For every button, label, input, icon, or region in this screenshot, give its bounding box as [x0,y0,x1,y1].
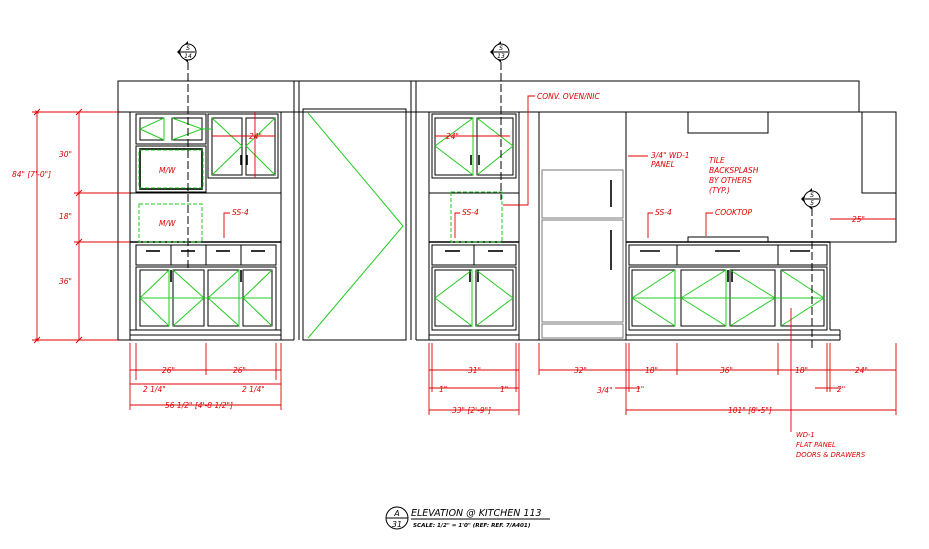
dim-mid-height: 18" [59,212,72,221]
section-tag-right-top: S [810,192,814,199]
dim-left-bay-1: 26" [162,366,175,375]
left-cabinet-bay [129,111,282,341]
label-wd1-line2: FLAT PANEL [796,441,836,449]
section-tag-right-bottom: 5 [810,200,814,207]
label-counter-mid: SS-4 [462,208,479,217]
section-tag-middle-bottom: 13 [497,53,505,60]
dim-fridge-width: 32" [574,366,587,375]
label-counter-left: SS-4 [232,208,249,217]
dim-left-margin-r: 2 1/4" [242,385,265,394]
horizontal-dimensions: 26" 26" 2 1/4" 2 1/4" 56 1/2" [4'-8 1/2"… [129,343,897,415]
label-counter-right: SS-4 [655,208,672,217]
dim-left-upper-door: 24" [249,132,262,141]
section-tag-left: S 14 [177,41,197,270]
right-cabinet-bay [625,111,897,340]
section-tag-left-top: S [186,45,190,52]
dim-left-total: 56 1/2" [4'-8 1/2"] [165,401,233,410]
dim-right-bay-4: 24" [855,366,868,375]
section-tag-right: S 5 [801,188,821,350]
section-tag-left-bottom: 14 [184,53,192,60]
dim-left-margin-l: 2 1/4" [143,385,166,394]
dim-right-bay-1: 18" [645,366,658,375]
section-tag-middle-top: S [499,45,503,52]
dim-mid-total: 33" [2'-9"] [452,406,491,415]
label-wd1-line3: DOORS & DRAWERS [796,451,866,459]
dim-right-total: 101" [8'-5"] [728,406,772,415]
label-microwave-lower: M/W [159,219,176,228]
annotations: M/W M/W SS-4 SS-4 SS-4 CONV. OVEN/NIC 3/… [159,92,866,459]
dim-mid-margin-r: 1" [500,385,508,394]
label-backsplash-1: TILE [709,156,725,165]
door [302,108,407,341]
upper-door-dimensions: 24" 24" 25" [212,112,896,224]
title-tag-bottom: 31 [392,520,402,529]
label-panel-line2: PANEL [651,160,675,169]
label-microwave-upper: M/W [159,166,176,175]
drawing-scale-note: SCALE: 1/2" = 1'0" (REF: REF. 7/A401) [413,523,531,529]
middle-cabinet-bay [428,111,520,341]
dim-right-counter-depth: 25" [852,215,865,224]
dim-base-height: 36" [59,277,72,286]
dim-mid-bay: 31" [468,366,481,375]
dim-mid-margin-l: 1" [439,385,447,394]
dim-mid-upper-door: 24" [446,132,459,141]
dim-right-margin-r: 2" [837,385,845,394]
label-backsplash-3: BY OTHERS [709,176,752,185]
label-conv-oven: CONV. OVEN/NIC [537,92,601,101]
dim-right-bay-3: 18" [795,366,808,375]
label-backsplash-2: BACKSPLASH [709,166,759,175]
dim-right-margin-l: 1" [636,385,644,394]
label-cooktop: COOKTOP [715,208,752,217]
label-backsplash-4: (TYP.) [709,186,730,195]
drawing-title: ELEVATION @ KITCHEN 113 [411,508,542,519]
dim-left-bay-2: 26" [233,366,246,375]
dim-right-bay-2: 36" [720,366,733,375]
dim-upper-height: 30" [59,150,72,159]
dim-fridge-gap: 3/4" [597,386,613,395]
label-panel-line1: 3/4" WD-1 [651,151,690,160]
section-tag-middle: S 13 [490,41,510,200]
dim-overall-height: 84" [7'-0"] [12,170,51,179]
title-block: A 31 ELEVATION @ KITCHEN 113 SCALE: 1/2"… [385,506,550,530]
title-tag-top: A [393,509,399,518]
refrigerator [538,111,627,341]
label-wd1-line1: WD-1 [796,431,815,439]
vertical-dimensions: 84" [7'-0"] 30" 18" 36" [12,108,130,344]
